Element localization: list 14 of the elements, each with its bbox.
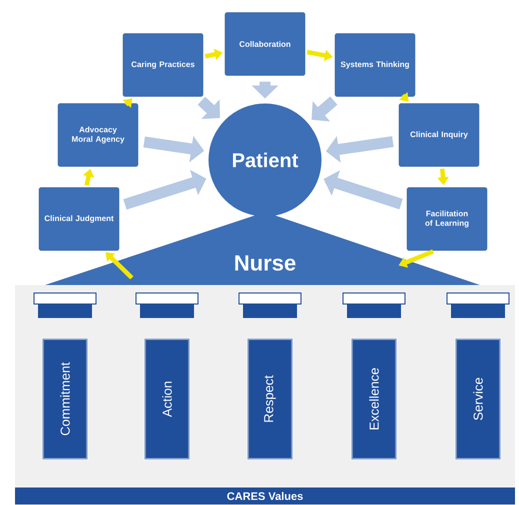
pillar: Service bbox=[446, 292, 510, 460]
process-box: Systems Thinking bbox=[334, 33, 416, 97]
process-box: Collaboration bbox=[224, 12, 306, 76]
process-box: Caring Practices bbox=[122, 33, 204, 97]
process-box: Clinical Inquiry bbox=[398, 103, 480, 167]
process-box: Clinical Judgment bbox=[38, 187, 120, 251]
process-box: Facilitation of Learning bbox=[406, 187, 488, 251]
pillar: Excellence bbox=[342, 292, 406, 460]
process-box: Advocacy Moral Agency bbox=[58, 103, 138, 167]
pillar: Respect bbox=[238, 292, 302, 460]
pillar: Commitment bbox=[34, 292, 96, 460]
pillar: Action bbox=[136, 292, 198, 460]
arrow bbox=[312, 96, 338, 122]
base-bar: CARES Values bbox=[15, 488, 515, 504]
